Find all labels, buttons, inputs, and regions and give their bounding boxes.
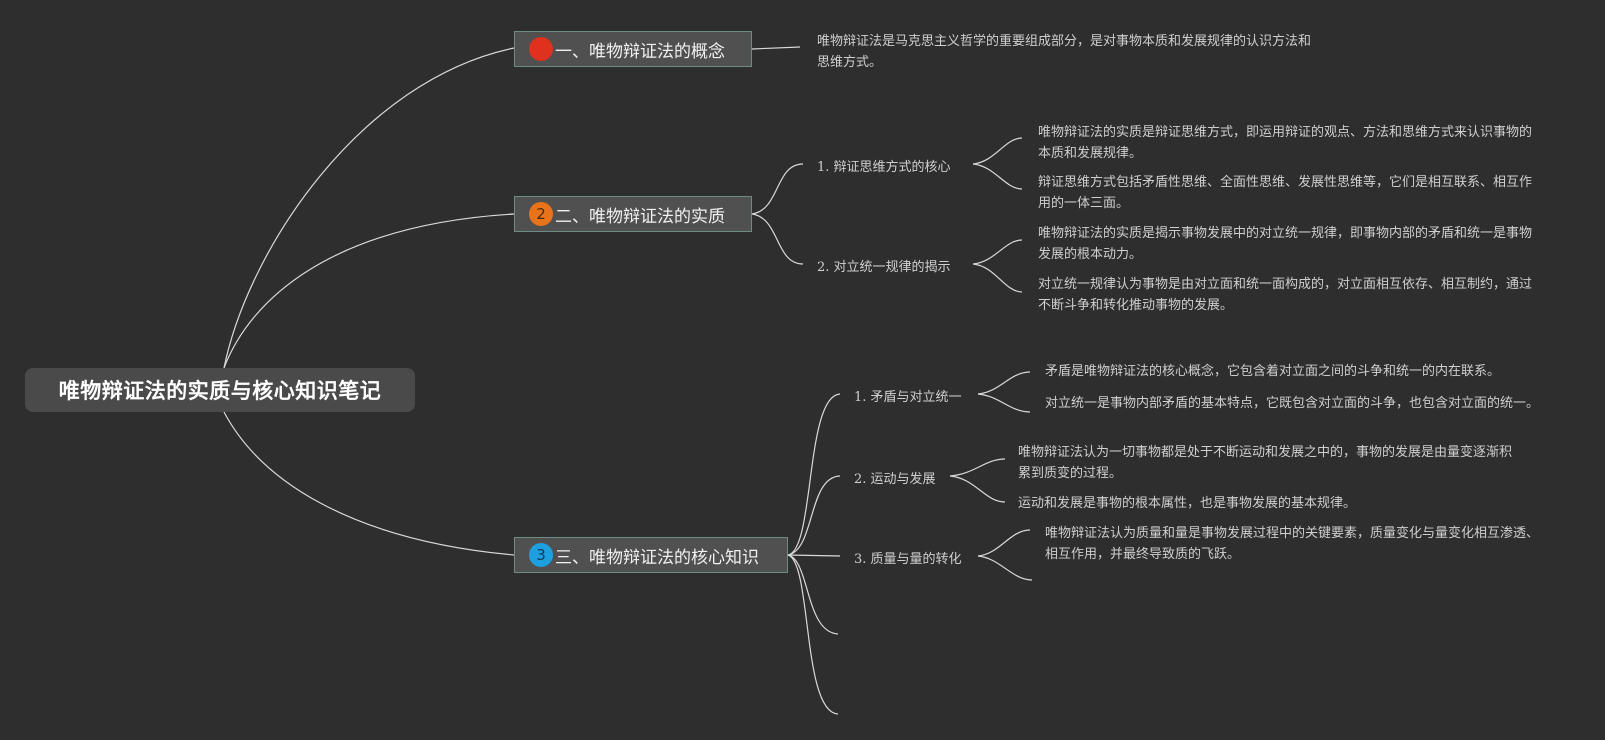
connector-topic2-sub2	[751, 213, 804, 265]
topic-number-badge: 2	[529, 202, 553, 226]
connector-topic1-leaf	[751, 46, 801, 50]
connector-topic3-sub1	[787, 393, 841, 556]
topic-label: 一、唯物辩证法的概念	[555, 41, 725, 62]
subtopic-node[interactable]: 2. 运动与发展	[854, 468, 936, 487]
topic-label: 三、唯物辩证法的核心知识	[555, 547, 759, 568]
connector-topic2-sub1	[751, 163, 804, 215]
connector-topic3-sub3	[787, 554, 841, 557]
subtopic-label: 2. 运动与发展	[854, 472, 936, 487]
topic-node-core-knowledge[interactable]: 3 三、唯物辩证法的核心知识	[514, 537, 788, 573]
leaf-label: 辩证思维方式包括矛盾性思维、全面性思维、发展性思维等，它们是相互联系、相互作用的…	[1038, 175, 1533, 211]
connector-root-topic1	[223, 47, 515, 369]
connector-t3s3-leaf1	[977, 529, 1031, 557]
connector-t2s1-leaf1	[972, 137, 1023, 165]
leaf-label: 唯物辩证法的实质是辩证思维方式，即运用辩证的观点、方法和思维方式来认识事物的本质…	[1038, 125, 1533, 161]
connector-topic3-sub2	[787, 475, 841, 556]
leaf-label: 唯物辩证法是马克思主义哲学的重要组成部分，是对事物本质和发展规律的认识方法和思维…	[817, 34, 1312, 70]
leaf-label: 矛盾是唯物辩证法的核心概念，它包含着对立面之间的斗争和统一的内在联系。	[1045, 364, 1501, 379]
leaf-label: 对立统一是事物内部矛盾的基本特点，它既包含对立面的斗争，也包含对立面的统一。	[1045, 396, 1540, 411]
leaf-text[interactable]: 唯物辩证法认为一切事物都是处于不断运动和发展之中的，事物的发展是由量变逐渐积累到…	[1018, 442, 1523, 484]
subtopic-node[interactable]: 1. 矛盾与对立统一	[854, 386, 962, 405]
leaf-label: 唯物辩证法的实质是揭示事物发展中的对立统一规律，即事物内部的矛盾和统一是事物发展…	[1038, 226, 1533, 262]
topic-number-badge: 1	[529, 37, 553, 61]
connector-topic3-empty1	[787, 554, 839, 635]
leaf-text[interactable]: 唯物辩证法认为质量和量是事物发展过程中的关键要素，质量变化与量变化相互渗透、相互…	[1045, 523, 1545, 565]
connector-t2s1-leaf2	[972, 163, 1023, 190]
connector-t3s1-leaf2	[977, 393, 1031, 413]
subtopic-node[interactable]: 1. 辩证思维方式的核心	[817, 156, 951, 175]
topic-label: 二、唯物辩证法的实质	[555, 206, 725, 227]
leaf-label: 唯物辩证法认为质量和量是事物发展过程中的关键要素，质量变化与量变化相互渗透、相互…	[1045, 526, 1540, 562]
topic-node-essence[interactable]: 2 二、唯物辩证法的实质	[514, 196, 752, 232]
leaf-label: 唯物辩证法认为一切事物都是处于不断运动和发展之中的，事物的发展是由量变逐渐积累到…	[1018, 445, 1513, 481]
subtopic-label: 3. 质量与量的转化	[854, 552, 962, 567]
leaf-label: 运动和发展是事物的根本属性，也是事物发展的基本规律。	[1018, 496, 1357, 511]
leaf-text[interactable]: 对立统一规律认为事物是由对立面和统一面构成的，对立面相互依存、相互制约，通过不断…	[1038, 274, 1538, 316]
connector-t3s1-leaf1	[977, 371, 1031, 395]
leaf-text[interactable]: 辩证思维方式包括矛盾性思维、全面性思维、发展性思维等，它们是相互联系、相互作用的…	[1038, 172, 1538, 214]
leaf-text[interactable]: 矛盾是唯物辩证法的核心概念，它包含着对立面之间的斗争和统一的内在联系。	[1045, 361, 1545, 382]
topic-number-badge: 3	[529, 543, 553, 567]
subtopic-label: 1. 辩证思维方式的核心	[817, 160, 951, 175]
connector-topic3-empty2	[787, 554, 839, 715]
topic-node-concept[interactable]: 1 一、唯物辩证法的概念	[514, 31, 752, 67]
connector-root-topic3	[223, 411, 515, 556]
root-node[interactable]: 唯物辩证法的实质与核心知识笔记	[25, 368, 415, 412]
leaf-label: 对立统一规律认为事物是由对立面和统一面构成的，对立面相互依存、相互制约，通过不断…	[1038, 277, 1533, 313]
subtopic-node[interactable]: 3. 质量与量的转化	[854, 548, 962, 567]
leaf-text[interactable]: 运动和发展是事物的根本属性，也是事物发展的基本规律。	[1018, 493, 1523, 514]
connector-t3s2-leaf2	[949, 475, 1006, 503]
subtopic-node[interactable]: 2. 对立统一规律的揭示	[817, 256, 951, 275]
root-title: 唯物辩证法的实质与核心知识笔记	[58, 379, 382, 403]
connector-t2s2-leaf2	[972, 263, 1023, 293]
leaf-text[interactable]: 对立统一是事物内部矛盾的基本特点，它既包含对立面的斗争，也包含对立面的统一。	[1045, 393, 1545, 414]
subtopic-label: 1. 矛盾与对立统一	[854, 390, 962, 405]
connector-t3s3-leaf2	[977, 555, 1033, 581]
subtopic-label: 2. 对立统一规律的揭示	[817, 260, 951, 275]
connector-root-topic2	[223, 213, 515, 369]
leaf-text[interactable]: 唯物辩证法的实质是辩证思维方式，即运用辩证的观点、方法和思维方式来认识事物的本质…	[1038, 122, 1538, 164]
connector-t2s2-leaf1	[972, 239, 1023, 265]
connector-t3s2-leaf1	[949, 458, 1006, 477]
leaf-text[interactable]: 唯物辩证法是马克思主义哲学的重要组成部分，是对事物本质和发展规律的认识方法和思维…	[817, 31, 1317, 73]
leaf-text[interactable]: 唯物辩证法的实质是揭示事物发展中的对立统一规律，即事物内部的矛盾和统一是事物发展…	[1038, 223, 1538, 265]
